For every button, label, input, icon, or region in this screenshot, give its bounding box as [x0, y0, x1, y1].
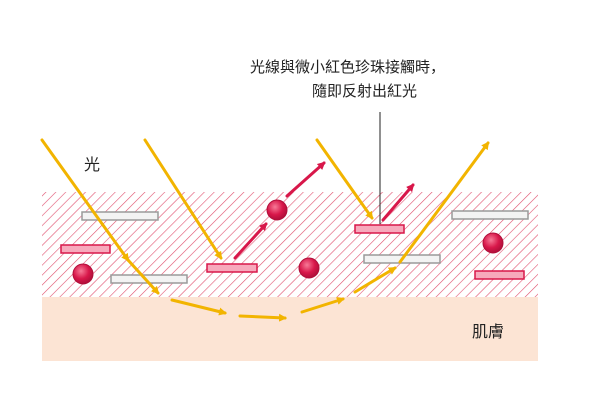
light-ray: [40, 138, 374, 295]
skin-band: [42, 297, 538, 361]
annotation-line-1: 光線與微小紅色珍珠接觸時，: [250, 58, 445, 76]
red-pearl-icon: [72, 199, 504, 285]
refracted-light-path: [170, 141, 490, 322]
skin-label: 肌膚: [472, 322, 504, 341]
light-label: 光: [84, 155, 100, 174]
annotation-line-2: 隨即反射出紅光: [312, 82, 417, 100]
pink-platelet-icon: [60, 224, 525, 280]
reflected-red-ray: [233, 161, 415, 260]
